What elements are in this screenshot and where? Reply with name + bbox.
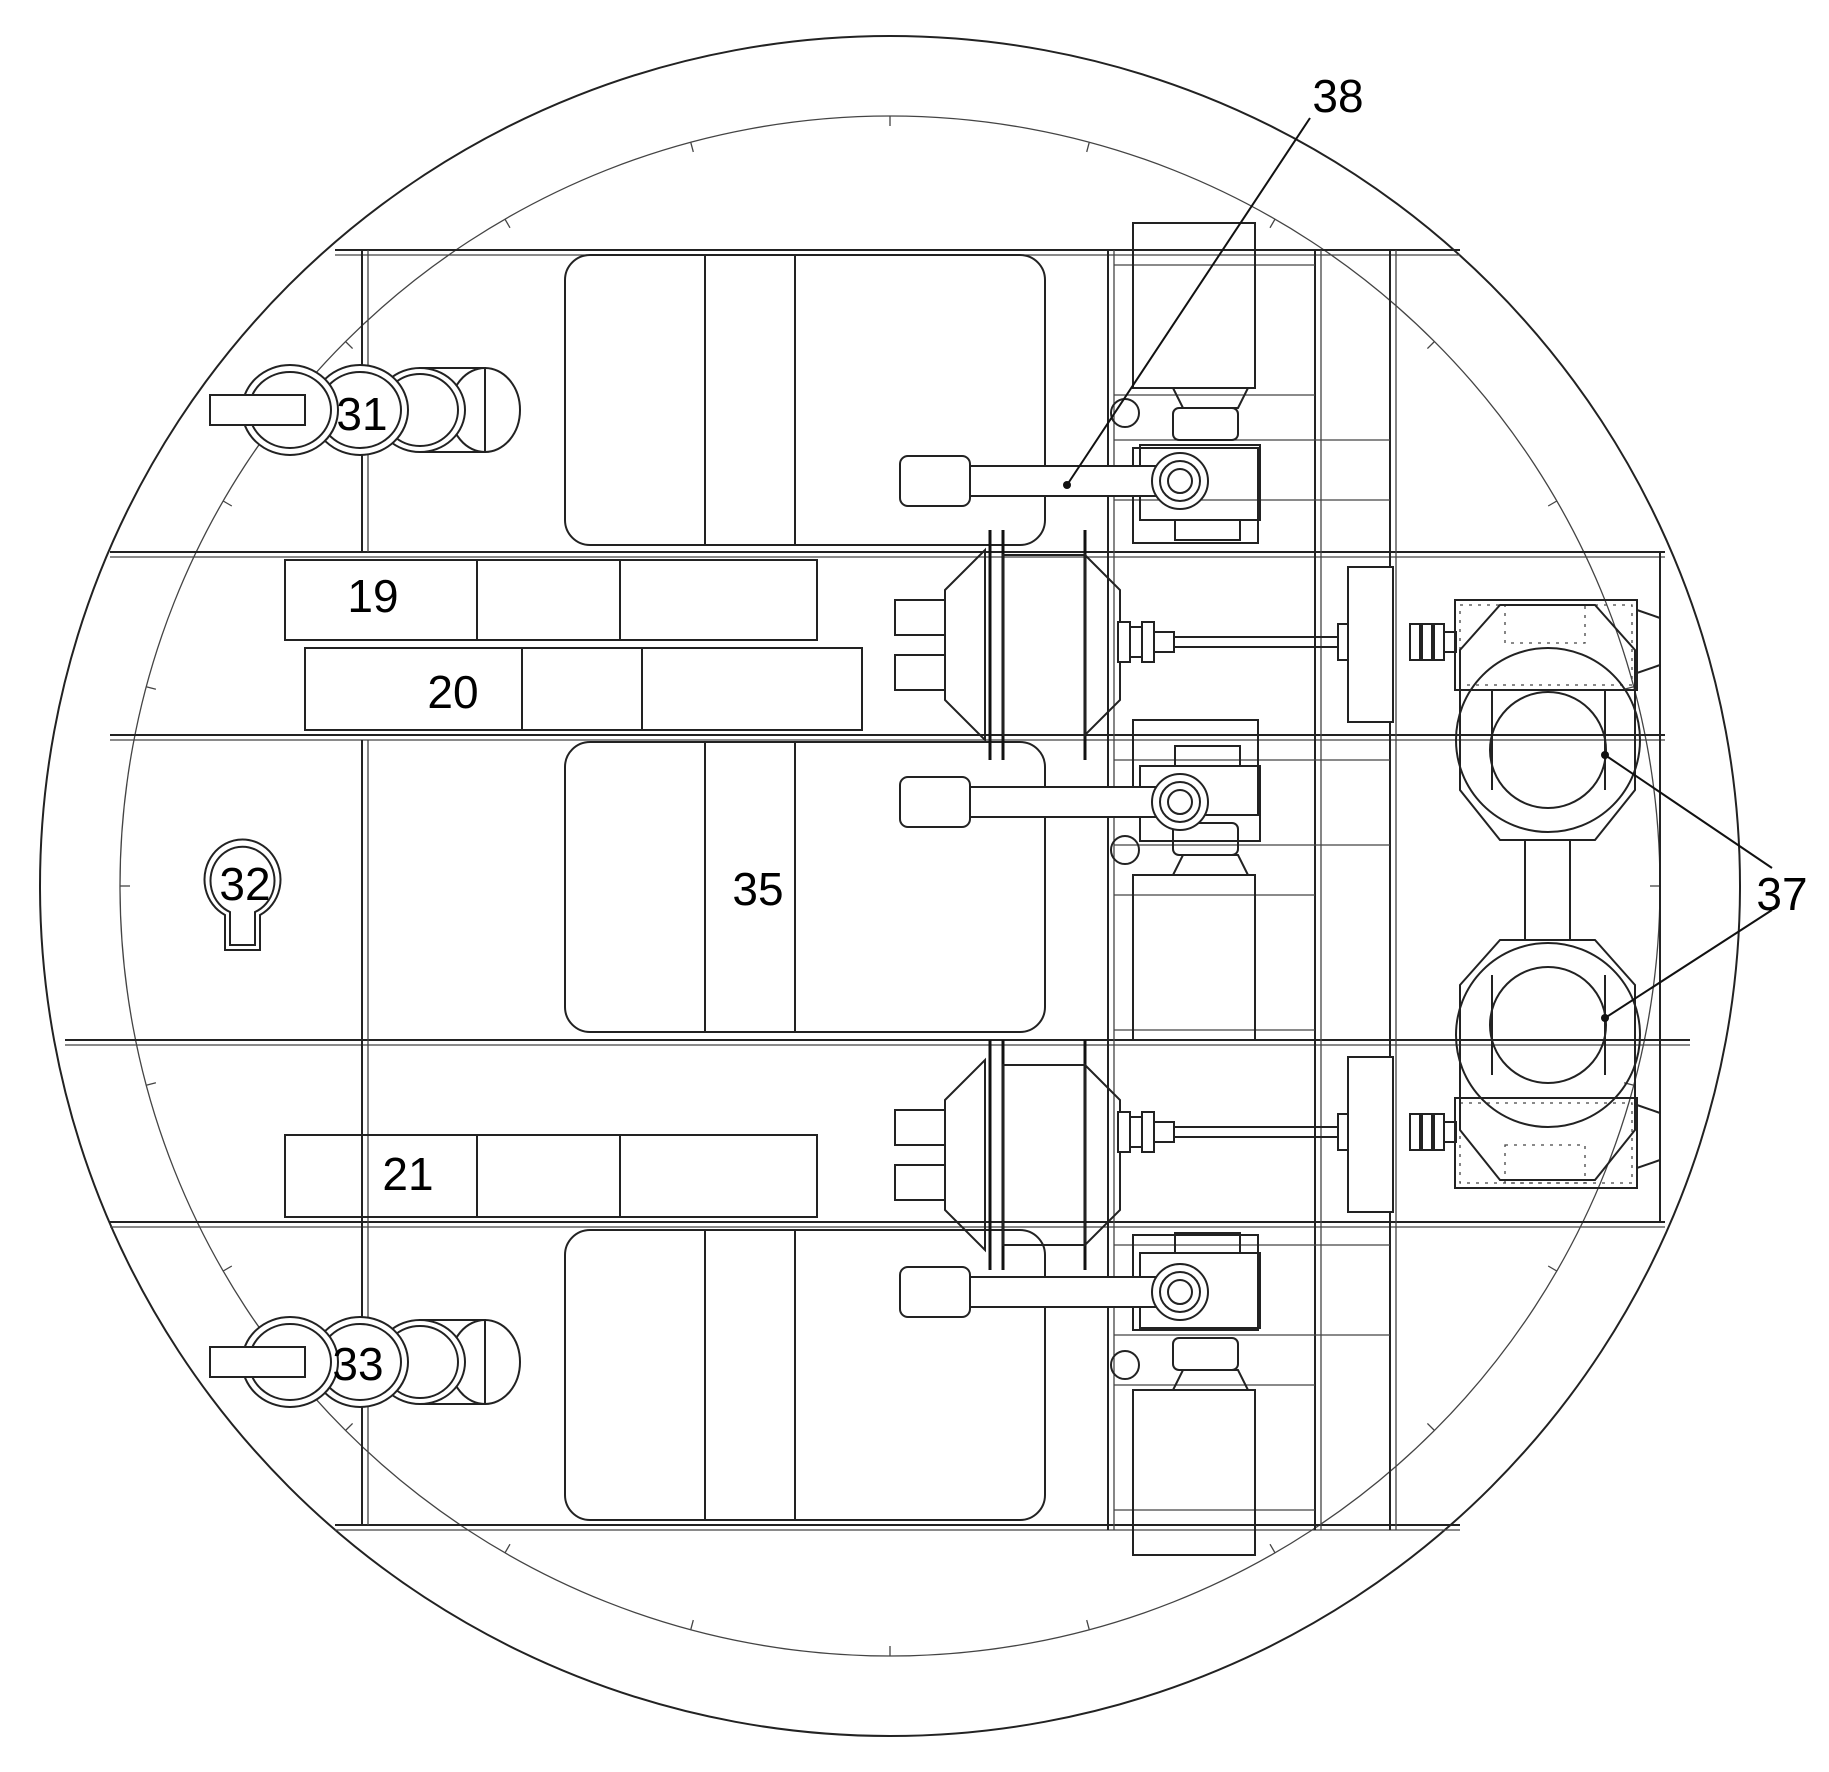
ring-tick [1426, 1422, 1435, 1431]
ring-tick [1269, 1543, 1276, 1554]
ring-tick [1086, 1619, 1090, 1630]
ring-tick [146, 686, 157, 690]
ring-tick [345, 341, 354, 350]
reference-numerals: 19 20 21 31 32 33 35 37 38 [219, 70, 1807, 1390]
leader-lines [1063, 117, 1773, 1022]
label-37: 37 [1756, 868, 1807, 920]
label-31: 31 [336, 388, 387, 440]
ring-tick [1547, 500, 1558, 507]
drive-lower [893, 1038, 1122, 1272]
label-33: 33 [332, 1338, 383, 1390]
ring-tick [504, 218, 511, 229]
label-21: 21 [382, 1148, 433, 1200]
label-38: 38 [1312, 70, 1363, 122]
arm-bottom [899, 1263, 1209, 1321]
frame-structure [65, 249, 1690, 1531]
drive-upper [893, 528, 1122, 762]
ring-tick [146, 1082, 157, 1086]
ring-tick-marks [120, 116, 1660, 1656]
shaft-lower [1117, 1056, 1394, 1213]
ring-tick [504, 1543, 511, 1554]
ring-tick [690, 142, 694, 153]
ring-tick [1086, 142, 1090, 153]
shaft-upper [1117, 566, 1394, 723]
ring-tick [1547, 1265, 1558, 1272]
arm-top [899, 452, 1209, 510]
component-box-19 [284, 559, 818, 641]
ring-tick [690, 1619, 694, 1630]
gearbox-37 [1409, 599, 1661, 1189]
bearing-blocks [1139, 444, 1261, 1329]
outer-hull [39, 35, 1741, 1737]
roller-top [564, 254, 1046, 546]
ring-tick [222, 1265, 233, 1272]
ring-tick [345, 1422, 354, 1431]
keyhole-fitting-32 [203, 838, 282, 951]
ring-tick [1623, 686, 1634, 690]
motor-middle [1110, 719, 1259, 1041]
component-box-21 [284, 1134, 818, 1218]
roller-middle [564, 741, 1046, 1033]
ring-tick [1269, 218, 1276, 229]
roller-bottom [564, 1229, 1046, 1521]
ring-tick [222, 500, 233, 507]
ring-tick [1426, 341, 1435, 350]
component-box-20 [304, 647, 863, 731]
label-19: 19 [347, 570, 398, 622]
label-32: 32 [219, 858, 270, 910]
arm-middle [899, 773, 1209, 831]
label-20: 20 [427, 666, 478, 718]
label-35: 35 [732, 863, 783, 915]
